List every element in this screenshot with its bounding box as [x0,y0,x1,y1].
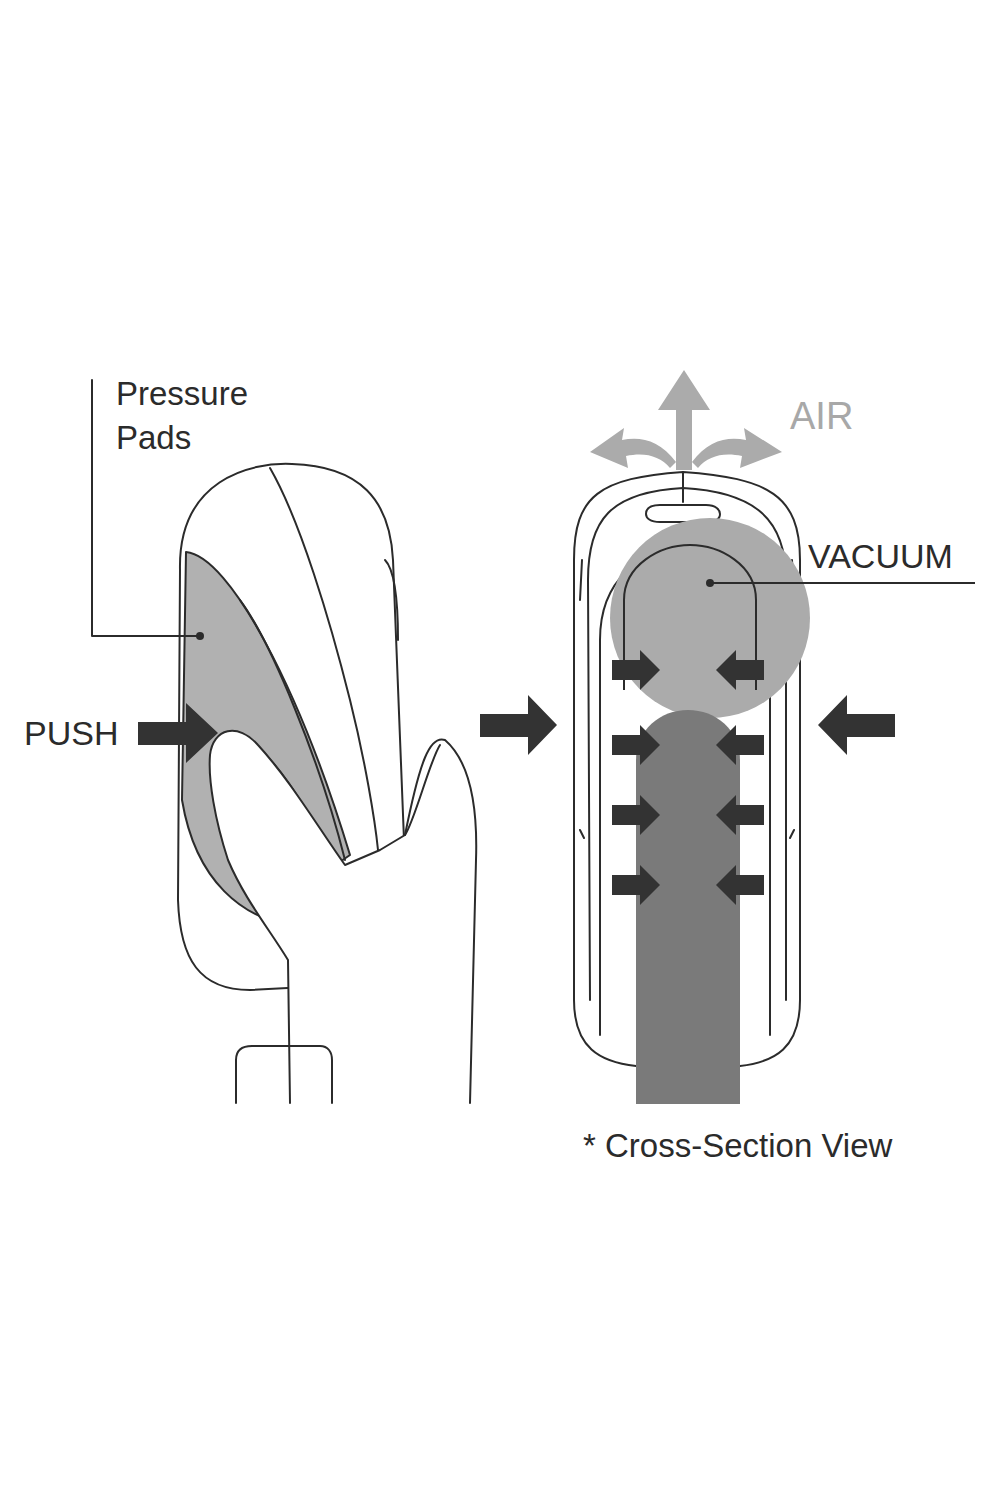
air-arrows [590,370,782,470]
push-arrow [138,703,218,763]
device-stem [236,1046,332,1103]
leader-line [92,380,200,636]
leader-line [710,582,975,584]
hand-outline [210,731,477,1103]
air-valve [646,472,720,522]
part-label: Pressure Pads [116,372,291,460]
hand-finger [405,745,440,835]
leader-dot [196,632,204,640]
view-note: * Cross-Section View [583,1124,993,1168]
insert-bar [636,710,740,1104]
flow-label: AIR [790,394,890,438]
device-edge [385,560,398,640]
leader-dot [706,579,714,587]
pressure-arrows [480,650,895,905]
part-label: VACUUM [808,535,998,577]
vacuum-zone [610,518,810,718]
action-label: PUSH [24,712,154,754]
